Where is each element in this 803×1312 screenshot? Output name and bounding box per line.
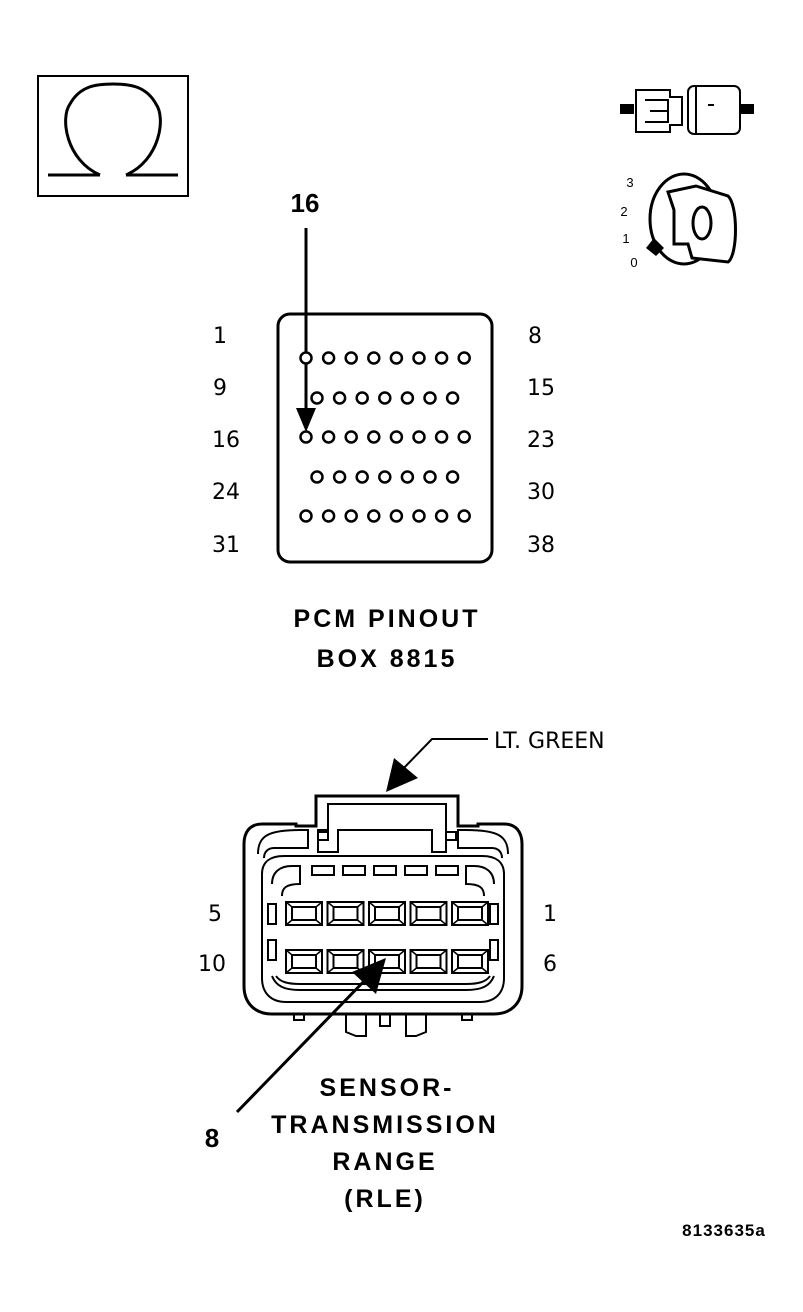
sensor-row-label-left-2: 10 (198, 952, 226, 977)
sensor-pin-cavity (285, 901, 323, 926)
pcm-pin-grid (299, 351, 471, 523)
pcm-title-line-2: BOX 8815 (317, 645, 458, 673)
wire-color-label: LT. GREEN (494, 729, 605, 754)
ignition-position-0: 0 (630, 255, 637, 270)
pcm-pin (378, 470, 392, 484)
sensor-latch-tab (373, 865, 397, 876)
pcm-pin (389, 351, 404, 365)
ignition-position-2: 2 (620, 204, 627, 219)
pcm-row-label-right-3: 23 (527, 428, 555, 453)
pcm-pin (310, 470, 324, 484)
sensor-latch-tab (435, 865, 459, 876)
pcm-callout-pin-label: 16 (291, 188, 320, 218)
sensor-title-line-3: RANGE (332, 1148, 437, 1176)
pcm-row-label-left-4: 24 (212, 480, 240, 505)
pcm-pin (332, 391, 347, 405)
sensor-title-line-1: SENSOR- (320, 1074, 455, 1102)
pcm-pin (457, 509, 471, 523)
ignition-key-off-icon: 3 2 1 0 (620, 172, 737, 270)
pcm-pin (299, 430, 313, 444)
pcm-row-label-right-5: 38 (527, 533, 555, 558)
sensor-pin-cavity (326, 901, 365, 926)
pcm-row-label-left-1: 1 (213, 324, 227, 349)
disconnected-connector-icon (620, 85, 754, 135)
sensor-row-label-left-1: 5 (208, 902, 222, 927)
pcm-pin (445, 470, 460, 484)
pcm-pin (321, 351, 336, 365)
ignition-position-1: 1 (622, 231, 629, 246)
sensor-row-label-right-1: 1 (543, 902, 557, 927)
pcm-pin (344, 509, 358, 523)
sensor-latch-tab (311, 865, 335, 876)
sensor-pin-cavity (409, 949, 448, 974)
pcm-pin (344, 430, 358, 444)
pcm-row-label-left-2: 9 (213, 376, 227, 401)
pcm-pin (367, 430, 381, 444)
pcm-pin (389, 430, 404, 444)
sensor-latch-tabs (311, 865, 459, 876)
pcm-pin (299, 351, 313, 365)
pcm-pin (332, 470, 347, 484)
pcm-pin (412, 351, 426, 365)
pcm-pin (434, 351, 449, 365)
pcm-row-label-right-2: 15 (527, 376, 555, 401)
sensor-latch-tab (342, 865, 366, 876)
sensor-pin-cavity (451, 949, 489, 974)
sensor-row-label-right-2: 6 (543, 952, 557, 977)
pcm-pin (299, 509, 313, 523)
pcm-row-label-left-3: 16 (212, 428, 240, 453)
pcm-pin (412, 509, 426, 523)
sensor-title-line-2: TRANSMISSION (271, 1111, 499, 1139)
pcm-pin (412, 430, 426, 444)
sensor-callout-arrow (235, 973, 372, 1114)
sensor-pin-cavity (409, 901, 448, 926)
pcm-pin (378, 391, 392, 405)
pcm-connector-outline (276, 312, 494, 564)
pcm-pin (367, 509, 381, 523)
pcm-pin (367, 351, 381, 365)
pcm-pin (310, 391, 324, 405)
pcm-pin (344, 351, 358, 365)
pcm-pin (457, 430, 471, 444)
pcm-pin (445, 391, 460, 405)
pcm-pin (389, 509, 404, 523)
pcm-pin (321, 430, 336, 444)
pcm-pin (321, 509, 336, 523)
pcm-pin (400, 391, 415, 405)
sensor-callout-pin-label: 8 (205, 1123, 219, 1153)
pcm-pin (423, 470, 437, 484)
pcm-pin (434, 430, 449, 444)
pcm-pin (434, 509, 449, 523)
sensor-pin-cavity (368, 901, 406, 926)
sensor-pin-cavity (285, 949, 323, 974)
wire-color-leader (399, 738, 488, 773)
pcm-pin (355, 470, 369, 484)
sensor-title-line-4: (RLE) (344, 1185, 426, 1213)
sensor-pin-cavity (326, 949, 365, 974)
pcm-pin (400, 470, 415, 484)
pcm-title-line-1: PCM PINOUT (294, 605, 481, 633)
sensor-latch-tab (404, 865, 428, 876)
pcm-row-label-left-5: 31 (212, 533, 240, 558)
pcm-row-label-right-4: 30 (527, 480, 555, 505)
pcm-pin (423, 391, 437, 405)
figure-id: 8133635a (682, 1221, 766, 1240)
sensor-pin-cavity (451, 901, 489, 926)
ignition-position-3: 3 (626, 175, 633, 190)
pcm-pin (457, 351, 471, 365)
pcm-pin (355, 391, 369, 405)
ohm-meter-icon (37, 75, 189, 197)
pcm-row-label-right-1: 8 (528, 324, 542, 349)
